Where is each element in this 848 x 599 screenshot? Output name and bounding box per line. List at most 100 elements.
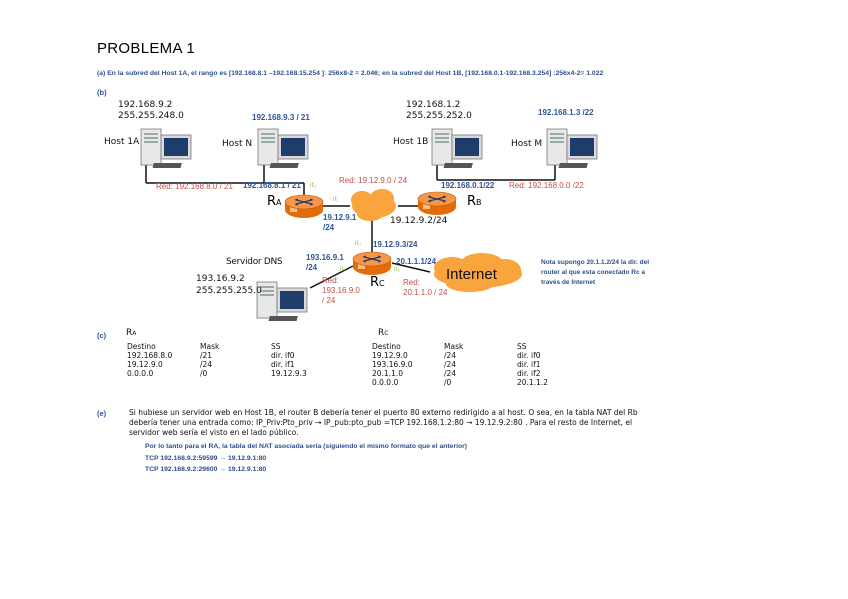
hostn-ip: 192.168.9.3 / 21	[252, 113, 310, 122]
table-cell: /0	[444, 378, 452, 387]
table-cell: 19.12.9.0	[372, 351, 408, 360]
dns-label: Servidor DNS	[226, 257, 283, 267]
hostm-ip: 192.168.1.3 /22	[538, 108, 594, 117]
table-cell: 193.16.9.0	[372, 360, 413, 369]
host1a-mask: 255.255.248.0	[118, 111, 184, 121]
part-a-text: (a) En la subred del Host 1A, el rango e…	[97, 70, 604, 77]
table-row: 19.12.9.0 /24 dir. if0	[372, 351, 548, 360]
rc-routing-table: Destino Mask SS 19.12.9.0 /24 dir. if0 1…	[372, 342, 548, 387]
router-c-icon	[352, 251, 392, 276]
rc-if2-ip: 20.1.1.1/24	[396, 257, 437, 266]
net-dns-line1: Red:	[322, 276, 339, 285]
router-a-icon	[284, 194, 324, 219]
router-a-label: RA	[267, 194, 282, 209]
rb-wan-ip: 19.12.9.2/24	[390, 216, 448, 226]
net-inet-line1: Red:	[403, 278, 420, 287]
table-row: 0.0.0.0 /0 19.12.9.3	[127, 369, 307, 378]
dns-server-computer-icon	[256, 281, 308, 322]
rc-if1-label: if₁	[340, 266, 346, 273]
ra-if1-label: if₁	[333, 196, 339, 203]
dns-mask: 255.255.255.0	[196, 286, 262, 296]
table-cell: /24	[444, 351, 457, 360]
host1a-ip: 192.168.9.2	[118, 100, 173, 110]
note-line: router al que esta conectado Rc a	[541, 269, 646, 276]
ra-if1-ip-line1: 19.12.9.1	[323, 213, 357, 222]
note: Nota supongo 20.1.1.2/24 la dir. del rou…	[541, 258, 649, 288]
net-inet-line2: 20.1.1.0 / 24	[403, 288, 448, 297]
part-c-label: (c)	[97, 331, 107, 340]
note-line: Nota supongo 20.1.1.2/24 la dir. del	[541, 259, 650, 266]
hostn-computer-icon	[257, 128, 309, 169]
net-a-label: Red: 192.168.8.0 / 21	[156, 182, 233, 191]
paragraph-line: servidor web sería el visto en el lado p…	[129, 428, 299, 437]
router-c-label: RC	[370, 275, 385, 290]
table-cell: 192.168.8.0	[127, 351, 173, 360]
table-cell: /24	[444, 369, 457, 378]
host1a-label: Host 1A	[104, 137, 140, 147]
part-e-paragraph: Si hubiese un servidor web en Host 1B, e…	[129, 408, 638, 438]
rc-if0-label: if₀	[355, 240, 361, 247]
router-b-icon	[417, 191, 457, 216]
table-cell: 20.1.1.2	[517, 378, 549, 387]
core-cloud-icon	[351, 189, 396, 221]
table-cell: 0.0.0.0	[372, 378, 399, 387]
net-dns-line2: 193.16.9.0	[322, 286, 360, 295]
note-line: través de Internet	[541, 279, 596, 286]
net-core-label: Red: 19.12.9.0 / 24	[339, 176, 408, 185]
table-cell: 0.0.0.0	[127, 369, 154, 378]
net-b-label: Red: 192.168.0.0 /22	[509, 181, 584, 190]
table-header-row: Destino Mask SS	[127, 342, 307, 351]
ra-if0-label: if₀	[310, 182, 316, 189]
ra-if1-ip-line2: /24	[323, 223, 335, 232]
rc-if1-ip-line2: /24	[306, 263, 318, 272]
nat-entry: TCP 192.168.9.2:29600 → 19.12.9.1:80	[145, 466, 267, 473]
ra-if0-ip: 192.168.8.1 / 21	[243, 181, 301, 190]
rc-if1-ip-line1: 193.16.9.1	[306, 253, 344, 262]
rb-if-ip: 192.168.0.1/22	[441, 181, 495, 190]
table-cell: 20.1.1.0	[372, 369, 404, 378]
column-header: SS	[517, 342, 527, 351]
rc-if2-label: if₂	[394, 266, 400, 273]
table-cell: dir. if0	[517, 351, 541, 360]
link-rc-dns	[309, 265, 354, 289]
column-header: SS	[271, 342, 281, 351]
column-header: Mask	[200, 342, 220, 351]
table-row: 19.12.9.0 /24 dir. if1	[127, 360, 307, 369]
host1b-ip: 192.168.1.2	[406, 100, 461, 110]
rc-table-title: RC	[378, 328, 389, 338]
column-header: Destino	[127, 342, 156, 351]
table-cell: 19.12.9.3	[271, 369, 307, 378]
table-cell: /0	[200, 369, 208, 378]
part-b-label: (b)	[97, 88, 107, 97]
host1b-computer-icon	[431, 128, 483, 169]
page-title: PROBLEMA 1	[97, 40, 196, 57]
table-row: 0.0.0.0 /0 20.1.1.2	[372, 378, 548, 387]
host1b-mask: 255.255.252.0	[406, 111, 472, 121]
table-row: 20.1.1.0 /24 dir. if2	[372, 369, 548, 378]
net-dns-line3: / 24	[322, 296, 336, 305]
hostm-label: Host M	[511, 139, 543, 149]
link-rc-internet	[391, 262, 431, 273]
table-cell: dir. if1	[517, 360, 541, 369]
table-row: 193.16.9.0 /24 dir. if1	[372, 360, 548, 369]
internet-cloud-icon	[434, 253, 522, 292]
dns-ip: 193.16.9.2	[196, 274, 245, 284]
table-cell: dir. if2	[517, 369, 541, 378]
paragraph-line: debería tener una entrada como: IP_Priv:…	[129, 418, 633, 427]
table-cell: dir. if0	[271, 351, 295, 360]
column-header: Destino	[372, 342, 401, 351]
column-header: Mask	[444, 342, 464, 351]
table-header-row: Destino Mask SS	[372, 342, 548, 351]
table-cell: /21	[200, 351, 213, 360]
hostn-label: Host N	[222, 139, 253, 149]
host1b-label: Host 1B	[393, 137, 429, 147]
hostm-computer-icon	[546, 128, 598, 169]
table-cell: dir. if1	[271, 360, 295, 369]
host1a-computer-icon	[140, 128, 192, 169]
nat-entry: TCP 192.168.9.2:59599 → 19.12.9.1:80	[145, 455, 267, 462]
router-b-label: RB	[467, 194, 482, 209]
nat-intro: Por lo tanto para el RA, la tabla del NA…	[145, 443, 468, 450]
rc-if0-ip: 19.12.9.3/24	[373, 240, 418, 249]
table-cell: 19.12.9.0	[127, 360, 163, 369]
table-row: 192.168.8.0 /21 dir. if0	[127, 351, 307, 360]
